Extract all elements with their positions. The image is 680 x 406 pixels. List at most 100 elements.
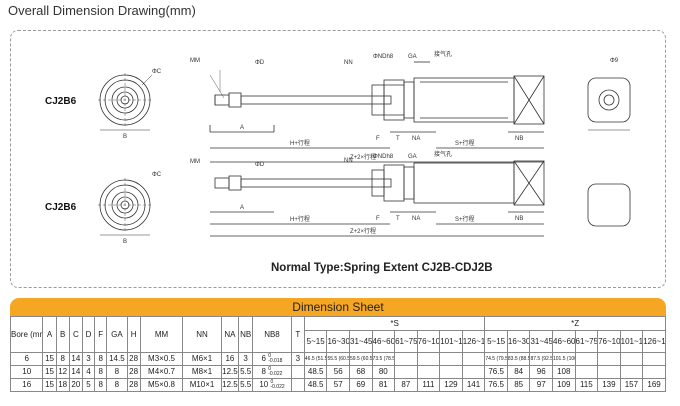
col-header: NB (238, 316, 254, 353)
label-s-stroke-2: S+行程 (455, 215, 475, 223)
label-a-2: A (240, 205, 244, 211)
drawing-caption: Normal Type:Spring Extent CJ2B-CDJ2B (271, 262, 493, 274)
cell-a: 15 (42, 378, 57, 392)
cell-s-value: 59.5 (60.5) (350, 355, 373, 362)
nb8-lower: -0.022 (268, 370, 283, 377)
page-title: Overall Dimension Drawing(mm) (8, 3, 196, 18)
table-row: 10 15 12 14 4 8 8 28 M4×0.7 M8×1 12.5 5.… (9, 365, 666, 379)
nb8-upper: 0 (268, 365, 271, 372)
cell-z (642, 352, 666, 366)
s-range-header: 5~15 (303, 330, 328, 353)
cell-h: 28 (126, 352, 141, 366)
s-range-header: 126~150 (461, 330, 486, 353)
cell-nb: 3 (238, 352, 254, 366)
nb8-base: 8 (261, 367, 266, 377)
cell-s (394, 365, 418, 379)
label-b: B (123, 134, 127, 140)
cell-z: 109 (552, 378, 576, 392)
nb8-lower: -0.022 (270, 383, 285, 390)
cell-z: 169 (642, 378, 666, 392)
cell-d: 5 (81, 378, 96, 392)
cell-z: 157 (619, 378, 644, 392)
cell-z (642, 365, 666, 379)
s-range-header: 101~125 (439, 330, 463, 353)
cell-s: 80 (371, 365, 396, 379)
cell-z: 101.5 (106.5) (552, 352, 576, 366)
cell-ga: 8 (106, 378, 128, 392)
cell-bore: 16 (9, 378, 44, 392)
cell-nn: M6×1 (182, 352, 222, 366)
cell-z (574, 365, 599, 379)
cell-s: 48.5 (303, 378, 328, 392)
label-phi-ndh8-2: ΦNDh8 (373, 154, 394, 160)
col-header: NN (182, 316, 222, 353)
table-row: 6 15 8 14 3 8 14.5 28 M3×0.5 M6×1 16 3 6… (9, 352, 666, 366)
label-f: F (376, 136, 380, 142)
cell-z-value: 74.5 (79.5) (485, 355, 508, 362)
nb8-upper: 0 (270, 378, 274, 385)
cell-z-value: 87.5 (92.5) (530, 355, 553, 362)
col-header: NB8 (252, 316, 292, 353)
label-nn: NN (344, 60, 353, 66)
z-range-header: 16~30 (506, 330, 531, 353)
cell-z: 139 (597, 378, 621, 392)
cell-z: 96 (529, 365, 553, 379)
cell-s: 141 (461, 378, 486, 392)
cell-z (597, 352, 621, 366)
dimension-drawing: CJ2B6 ΦC B MM ΦD A H+行程 NN ΦNDh8 GA 接气孔 … (45, 50, 631, 245)
label-nb: NB (515, 136, 523, 142)
label-h-stroke: H+行程 (290, 139, 310, 147)
z-group-header: *Z (484, 316, 666, 331)
cell-z: 87.5 (92.5) (529, 352, 553, 366)
z-range-header: 101~125 (619, 330, 644, 353)
label-z-stroke: Z+2×行程 (350, 153, 376, 161)
cell-h: 28 (126, 378, 141, 392)
cell-f: 8 (94, 378, 108, 392)
cell-s-value: 46.5 (51.5) (304, 355, 327, 362)
cell-a: 15 (42, 365, 57, 379)
label-port-2: 接气孔 (434, 150, 452, 158)
cell-s (439, 352, 463, 366)
col-header: C (68, 316, 83, 353)
label-nn-2: NN (344, 158, 353, 164)
cell-s: 111 (416, 378, 441, 392)
cell-na: 16 (220, 352, 240, 366)
label-ga: GA (408, 54, 417, 60)
cell-nn: M8×1 (182, 365, 222, 379)
dimension-sheet-title: Dimension Sheet (10, 298, 666, 316)
cell-s (416, 352, 441, 366)
z-range-header: 46~60 (552, 330, 576, 353)
z-range-header: 61~75 (574, 330, 599, 353)
nb8-base: 10 (259, 380, 269, 390)
cell-z (574, 352, 599, 366)
cell-h: 28 (126, 365, 141, 379)
col-header: B (55, 316, 70, 353)
label-f-2: F (376, 216, 380, 222)
dimension-table: Bore (mm) A B C D F GA H MM NN NA NB NB8… (9, 316, 666, 392)
cell-s (439, 365, 463, 379)
drawing-frame (10, 30, 666, 288)
label-t-2: T (396, 216, 400, 222)
z-range-header: 126~150 (642, 330, 666, 353)
z-range-header: 5~15 (484, 330, 508, 353)
label-phi-d: ΦD (255, 60, 265, 66)
cell-nb8: 8 0-0.022 (252, 365, 292, 379)
cell-z (619, 352, 644, 366)
z-range-header: 31~45 (529, 330, 553, 353)
cell-f: 8 (94, 365, 108, 379)
cell-nb: 5.5 (238, 378, 254, 392)
cell-nb8: 10 0-0.022 (252, 378, 292, 392)
label-a: A (240, 125, 244, 131)
cell-bore: 10 (9, 365, 44, 379)
label-t: T (396, 136, 400, 142)
col-header: GA (106, 316, 128, 353)
col-header: H (126, 316, 141, 353)
model-label-bottom: CJ2B6 (45, 202, 77, 213)
s-group-header: *S (303, 316, 486, 331)
label-s-stroke: S+行程 (455, 139, 475, 147)
label-phi-c: ΦC (152, 69, 162, 75)
cell-d: 4 (81, 365, 96, 379)
label-na-2: NA (412, 216, 420, 222)
table-header-row-2: 5~15 16~30 31~45 46~60 61~75 76~100 101~… (11, 330, 666, 353)
cell-s: 87 (394, 378, 418, 392)
